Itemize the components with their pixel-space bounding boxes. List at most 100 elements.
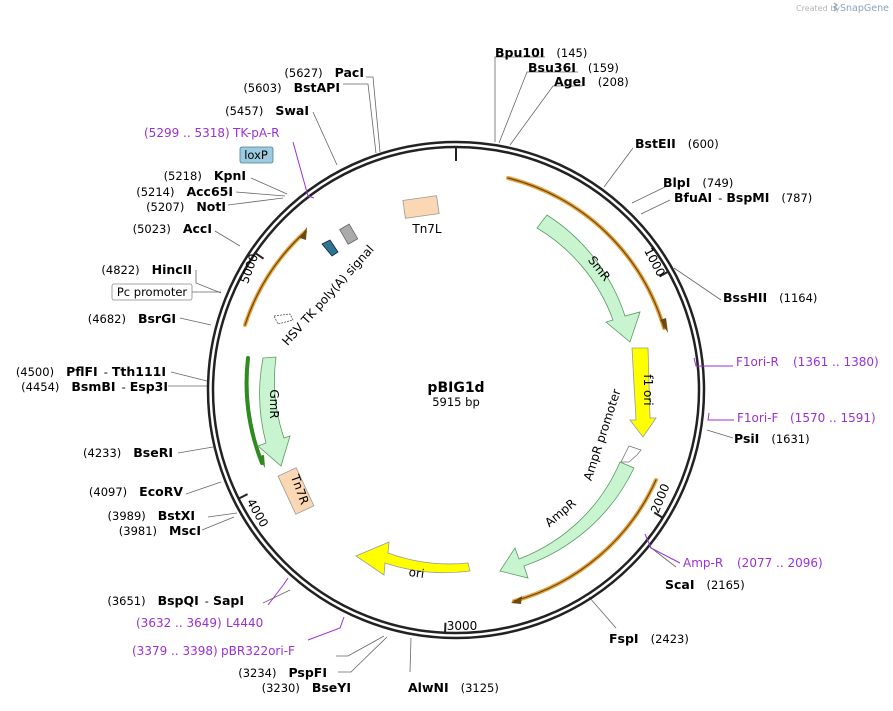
site-position: (3125) [461,681,499,695]
restriction-site-label[interactable]: AlwNI (3125) [408,680,499,695]
restriction-site-label[interactable]: (5603) BstAPI [243,80,340,95]
restriction-site-label[interactable]: (4682)BsrGI [88,311,176,326]
site-name: NotI [196,199,226,214]
site-name: AlwNI [408,680,449,695]
site-position: (5627) [284,66,322,80]
restriction-site-label[interactable]: PsiI(1631) [734,431,810,446]
tick-label: 3000 [447,619,478,633]
created-by-label: Created by [796,4,840,13]
ampr-label: AmpR [542,496,578,530]
site-position: (208) [598,75,629,89]
site-name: BfuAI [674,190,712,205]
pc-promoter-marker[interactable] [274,314,293,324]
site-name: PacI [335,65,364,80]
primer-pbr322ori-f-line [308,617,344,640]
restriction-site-label[interactable]: (5023) AccI [133,221,212,236]
restriction-site-label[interactable]: BlpI(749) [663,175,733,190]
small-feature-block[interactable] [340,224,358,244]
restriction-site-label[interactable]: (5457)SwaI [225,103,309,118]
f1-ori-label: f1 ori [641,374,655,405]
restriction-site-label[interactable]: (4454)BsmBI-Esp3I [21,379,168,394]
site-position: (600) [688,137,719,151]
primer-f1ori-f-line [708,413,734,420]
site-name: Acc65I [186,184,233,199]
site-name: BssHII [723,290,767,305]
plasmid-name: pBIG1d [427,380,484,396]
gmr-arc-arrowhead-icon [258,455,265,468]
restriction-site-label[interactable]: (4500)PflFI-Tth111I [16,364,166,379]
site-position: (5218) [164,169,202,183]
site-position: (3651) [107,594,145,608]
primer-l4440-range: (3632 .. 3649) [136,616,222,630]
hsv-tk-polya-label: HSV TK poly(A) signal [279,242,376,348]
restriction-site-label[interactable]: (5218) KpnI [164,168,246,183]
primer-f1ori-r-line [694,358,733,366]
ampr-feature[interactable] [500,462,634,578]
restriction-site-label[interactable]: (3234)PspFI [238,665,327,680]
restriction-site-label[interactable]: FspI(2423) [609,631,689,646]
restriction-site-label[interactable]: (5214)Acc65I [136,184,233,199]
brand-label: SnapGene [840,3,889,14]
ampr-promoter-feature[interactable] [621,446,641,462]
site-name: BstAPI [294,80,340,95]
site-name: AccI [183,221,212,236]
restriction-site-label[interactable]: (3230) BseYI [262,680,351,695]
site-position: (159) [588,61,619,75]
ampr-outer-arc-core [514,480,656,601]
site-name: BspQI [158,593,199,608]
restriction-site-label[interactable]: (5207) NotI [146,199,226,214]
site-position: (1631) [771,432,809,446]
restriction-site-label[interactable]: Bpu10I(145) [495,45,587,60]
tick-mark [239,494,248,498]
pc-promoter-label: Pc promoter [117,285,188,299]
restriction-site-label[interactable]: (4822)HincII [101,262,192,277]
restriction-site-label[interactable]: (3989) BstXI [108,508,195,523]
primer-tk-pa-r-name: TK-pA-R [232,126,280,140]
site-position: (5603) [243,81,281,95]
site-position: (4822) [101,263,139,277]
site-position: - [122,380,126,394]
site-name: BseYI [312,680,351,695]
restriction-site-label[interactable]: BstEII (600) [635,136,719,151]
primer-amp-r-range: (2077 .. 2096) [737,556,823,570]
site-position: (3981) [119,524,157,538]
primer-f1ori-r-range: (1361 .. 1380) [793,355,879,369]
loxp-label: loxP [244,148,268,162]
site-position: (3989) [108,509,146,523]
loxp-marker[interactable] [322,240,338,256]
restriction-site-label[interactable]: Bsu36I(159) [528,60,619,75]
site-name: BspMI [726,190,769,205]
site-name: Tth111I [112,364,166,379]
site-name: Esp3I [130,379,168,394]
smr-feature[interactable] [537,215,640,342]
restriction-site-label[interactable]: BfuAI-BspMI(787) [674,190,812,205]
ampr-outer-arc [514,480,656,601]
tick-label: 5000 [237,252,261,285]
restriction-site-label[interactable]: (4097)EcoRV [89,484,183,499]
restriction-site-label[interactable]: (4233)BseRI [83,445,173,460]
site-name: BstEII [635,136,676,151]
tn7l-feature[interactable] [403,196,439,219]
primer-l4440-line [268,578,288,605]
site-name: ScaI [665,577,695,592]
site-name: KpnI [214,168,246,183]
restriction-site-label[interactable]: BssHII (1164) [723,290,817,305]
restriction-site-label[interactable]: (3651) BspQI-SapI [107,593,244,608]
restriction-site-label[interactable]: AgeI(208) [554,74,629,89]
restriction-site-label[interactable]: ScaI(2165) [665,577,745,592]
restriction-site-label[interactable]: (5627) PacI [284,65,364,80]
site-position: (1164) [779,291,817,305]
site-position: (5457) [225,104,263,118]
site-position: (5023) [133,222,171,236]
site-position: - [718,191,722,205]
site-name: BstXI [158,508,195,523]
restriction-site-label[interactable]: (3981)MscI [119,523,201,538]
site-position: (3230) [262,681,300,695]
site-position: (2423) [651,632,689,646]
site-position: (4097) [89,485,127,499]
site-name: SapI [213,593,244,608]
site-position: - [205,594,209,608]
gmr-label: GmR [267,389,281,418]
site-position: (5207) [146,200,184,214]
site-name: PspFI [288,665,327,680]
